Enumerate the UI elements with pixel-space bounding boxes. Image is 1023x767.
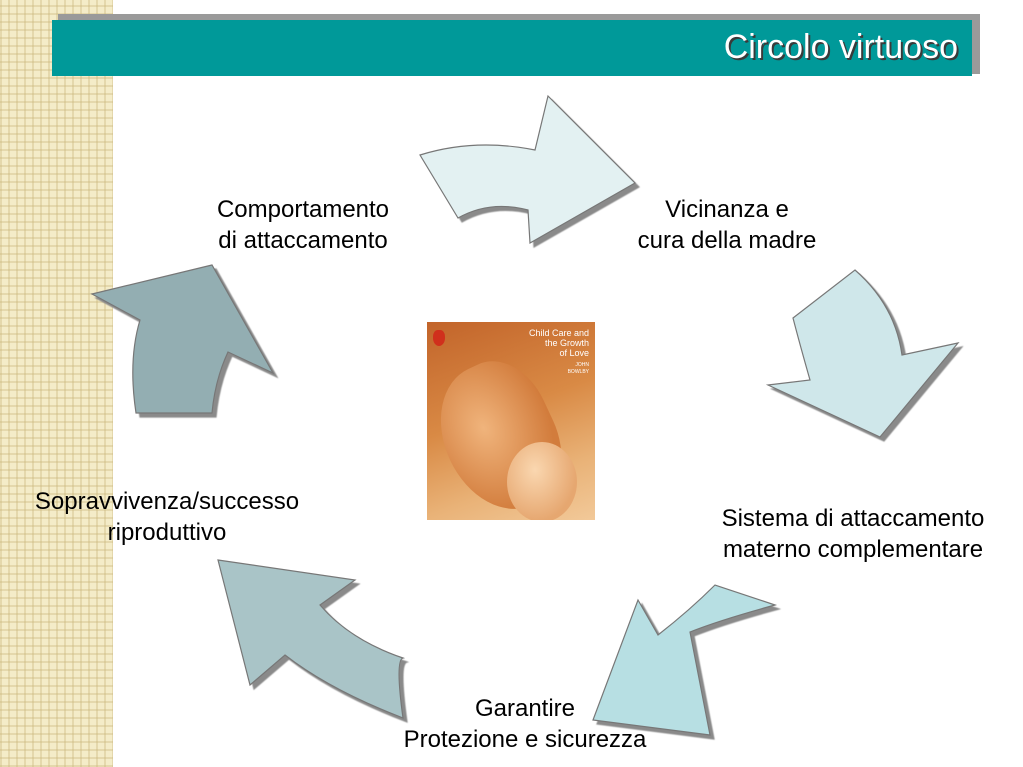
book-cover-baby-hand <box>507 442 577 520</box>
arrow-bottom-left <box>217 559 406 719</box>
node-comportamento-line1: Comportamento <box>216 196 390 223</box>
node-sopravvivenza-line1: Sopravvivenza/successo <box>34 488 300 515</box>
decorative-side-pattern <box>0 0 113 767</box>
node-garantire-line1: Garantire <box>474 695 576 722</box>
book-author-line2: BOWLBY <box>567 369 589 375</box>
book-title-line2: the Growth <box>544 338 589 348</box>
node-sopravvivenza: Sopravvivenza/successo riproduttivo <box>0 486 334 548</box>
node-vicinanza: Vicinanza e cura della madre <box>612 194 842 256</box>
node-vicinanza-line1: Vicinanza e <box>665 196 789 223</box>
page-title: Circolo virtuoso <box>723 28 958 66</box>
arrow-bottom-right <box>592 584 778 736</box>
node-vicinanza-line2: cura della madre <box>637 227 817 254</box>
node-garantire: Garantire Protezione e sicurezza <box>370 693 680 755</box>
node-sistema: Sistema di attaccamento materno compleme… <box>688 503 1018 565</box>
book-title: Child Care and the Growth of Love <box>489 328 589 358</box>
node-sistema-line1: Sistema di attaccamento <box>721 505 985 532</box>
book-cover-image: Child Care and the Growth of Love JOHN B… <box>427 322 595 520</box>
title-bar: Circolo virtuoso <box>52 20 972 76</box>
book-author-line1: JOHN <box>575 362 589 368</box>
penguin-logo-icon <box>433 330 445 346</box>
arrow-right <box>765 269 960 438</box>
arrow-left <box>90 264 275 414</box>
node-sopravvivenza-line2: riproduttivo <box>107 519 227 546</box>
node-comportamento-line2: di attaccamento <box>218 227 388 254</box>
node-garantire-line2: Protezione e sicurezza <box>403 726 647 753</box>
arrow-top <box>419 94 636 244</box>
book-title-line3: of Love <box>559 348 589 358</box>
node-comportamento: Comportamento di attaccamento <box>190 194 416 256</box>
node-sistema-line2: materno complementare <box>722 536 984 563</box>
book-author: JOHN BOWLBY <box>529 362 589 376</box>
book-title-line1: Child Care and <box>528 328 589 338</box>
